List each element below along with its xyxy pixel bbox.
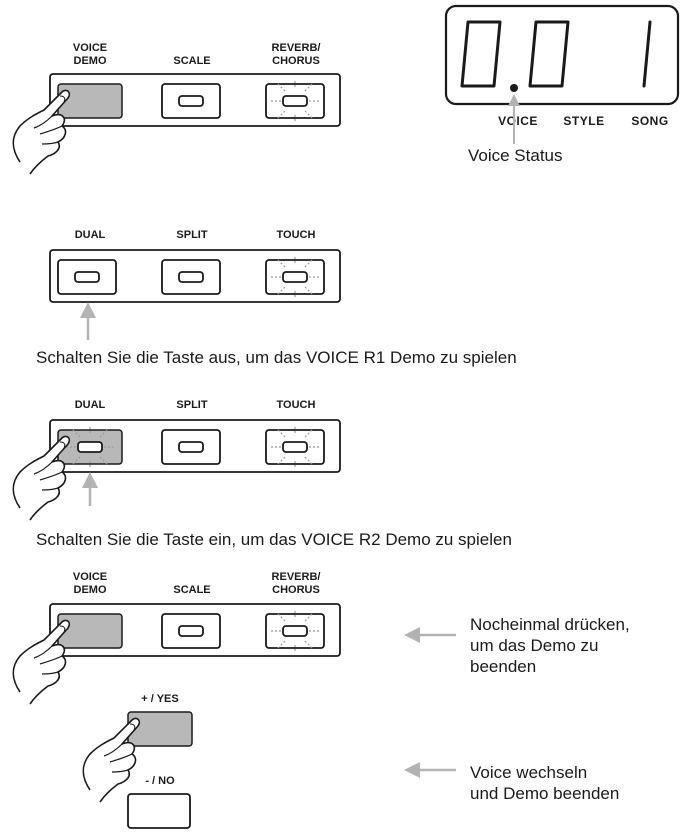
- dual-label: DUAL: [75, 399, 106, 411]
- voice-demo-button[interactable]: [57, 83, 123, 119]
- no-label: - / NO: [145, 775, 175, 787]
- panel-1: VOICE DEMO SCALE REVERB/ CHORUS: [12, 42, 341, 175]
- split-label: SPLIT: [176, 229, 207, 241]
- yes-button[interactable]: [127, 711, 193, 747]
- yes-label: + / YES: [141, 693, 178, 705]
- display-label-voice: VOICE: [498, 114, 538, 128]
- scale-label: SCALE: [173, 584, 210, 596]
- reverb-chorus-led: [282, 95, 308, 107]
- end-demo-note: Nocheinmal drücken, um das Demo zu beend…: [470, 614, 630, 677]
- display-label-song: SONG: [631, 114, 668, 128]
- change-voice-note-line2: und Demo beenden: [470, 784, 620, 803]
- split-label: SPLIT: [176, 399, 207, 411]
- panel-2: DUAL SPLIT TOUCH: [49, 229, 341, 340]
- scale-label: SCALE: [173, 55, 210, 67]
- voice-demo-label-line1: VOICE: [73, 42, 107, 54]
- up-arrow-head: [80, 302, 96, 318]
- display-frame: [444, 4, 680, 106]
- scale-button-led: [178, 95, 204, 107]
- change-voice-note-line1: Voice wechseln: [470, 763, 588, 782]
- reverb-label-line1: REVERB/: [272, 571, 321, 583]
- display-digit-0: [460, 20, 502, 88]
- end-demo-note-line2: um das Demo zu: [470, 636, 599, 655]
- scale-led: [178, 625, 204, 637]
- voice-demo-label-line2: DEMO: [74, 55, 107, 67]
- panel-2-caption: Schalten Sie die Taste aus, um das VOICE…: [36, 348, 517, 367]
- end-demo-note-line1: Nocheinmal drücken,: [470, 615, 630, 634]
- end-demo-note-line3: beenden: [470, 657, 537, 676]
- display-label-style: STYLE: [563, 114, 604, 128]
- up-arrow-head: [82, 472, 98, 488]
- split-led: [178, 441, 204, 453]
- pressing-hand-icon: [12, 89, 71, 175]
- touch-led: [282, 271, 308, 283]
- dual-led: [74, 271, 100, 283]
- pressing-hand-icon: [12, 435, 71, 521]
- touch-label: TOUCH: [277, 399, 316, 411]
- pressing-hand-icon: [82, 717, 141, 803]
- display-decimal-point: [510, 84, 518, 92]
- left-arrow-head: [404, 762, 420, 778]
- panel-4: VOICE DEMO SCALE REVERB/ CHORUS: [12, 571, 456, 705]
- yes-no-buttons: + / YES - / NO: [82, 693, 456, 829]
- dual-label: DUAL: [75, 229, 106, 241]
- voice-status-caption: Voice Status: [468, 146, 563, 165]
- voice-demo-label-line1: VOICE: [73, 571, 107, 583]
- panel-3-caption: Schalten Sie die Taste ein, um das VOICE…: [36, 530, 512, 549]
- chorus-label-line2: CHORUS: [272, 584, 320, 596]
- chorus-label-line2: CHORUS: [272, 55, 320, 67]
- voice-demo-button[interactable]: [57, 613, 123, 649]
- left-arrow-head: [404, 627, 420, 643]
- no-button[interactable]: [127, 793, 191, 829]
- change-voice-note: Voice wechseln und Demo beenden: [470, 762, 619, 804]
- panel-3: DUAL SPLIT TOUCH: [12, 399, 341, 521]
- display-digit-0b: [528, 20, 570, 88]
- lcd-display: VOICE STYLE SONG: [444, 4, 680, 144]
- display-digit-1: [642, 20, 652, 88]
- reverb-label-line1: REVERB/: [272, 42, 321, 54]
- dual-led: [77, 441, 103, 453]
- reverb-chorus-led: [282, 625, 308, 637]
- touch-label: TOUCH: [277, 229, 316, 241]
- split-led: [178, 271, 204, 283]
- touch-led: [282, 441, 308, 453]
- voice-demo-label-line2: DEMO: [74, 584, 107, 596]
- pressing-hand-icon: [12, 619, 71, 705]
- voice-status-arrow-head: [508, 94, 520, 106]
